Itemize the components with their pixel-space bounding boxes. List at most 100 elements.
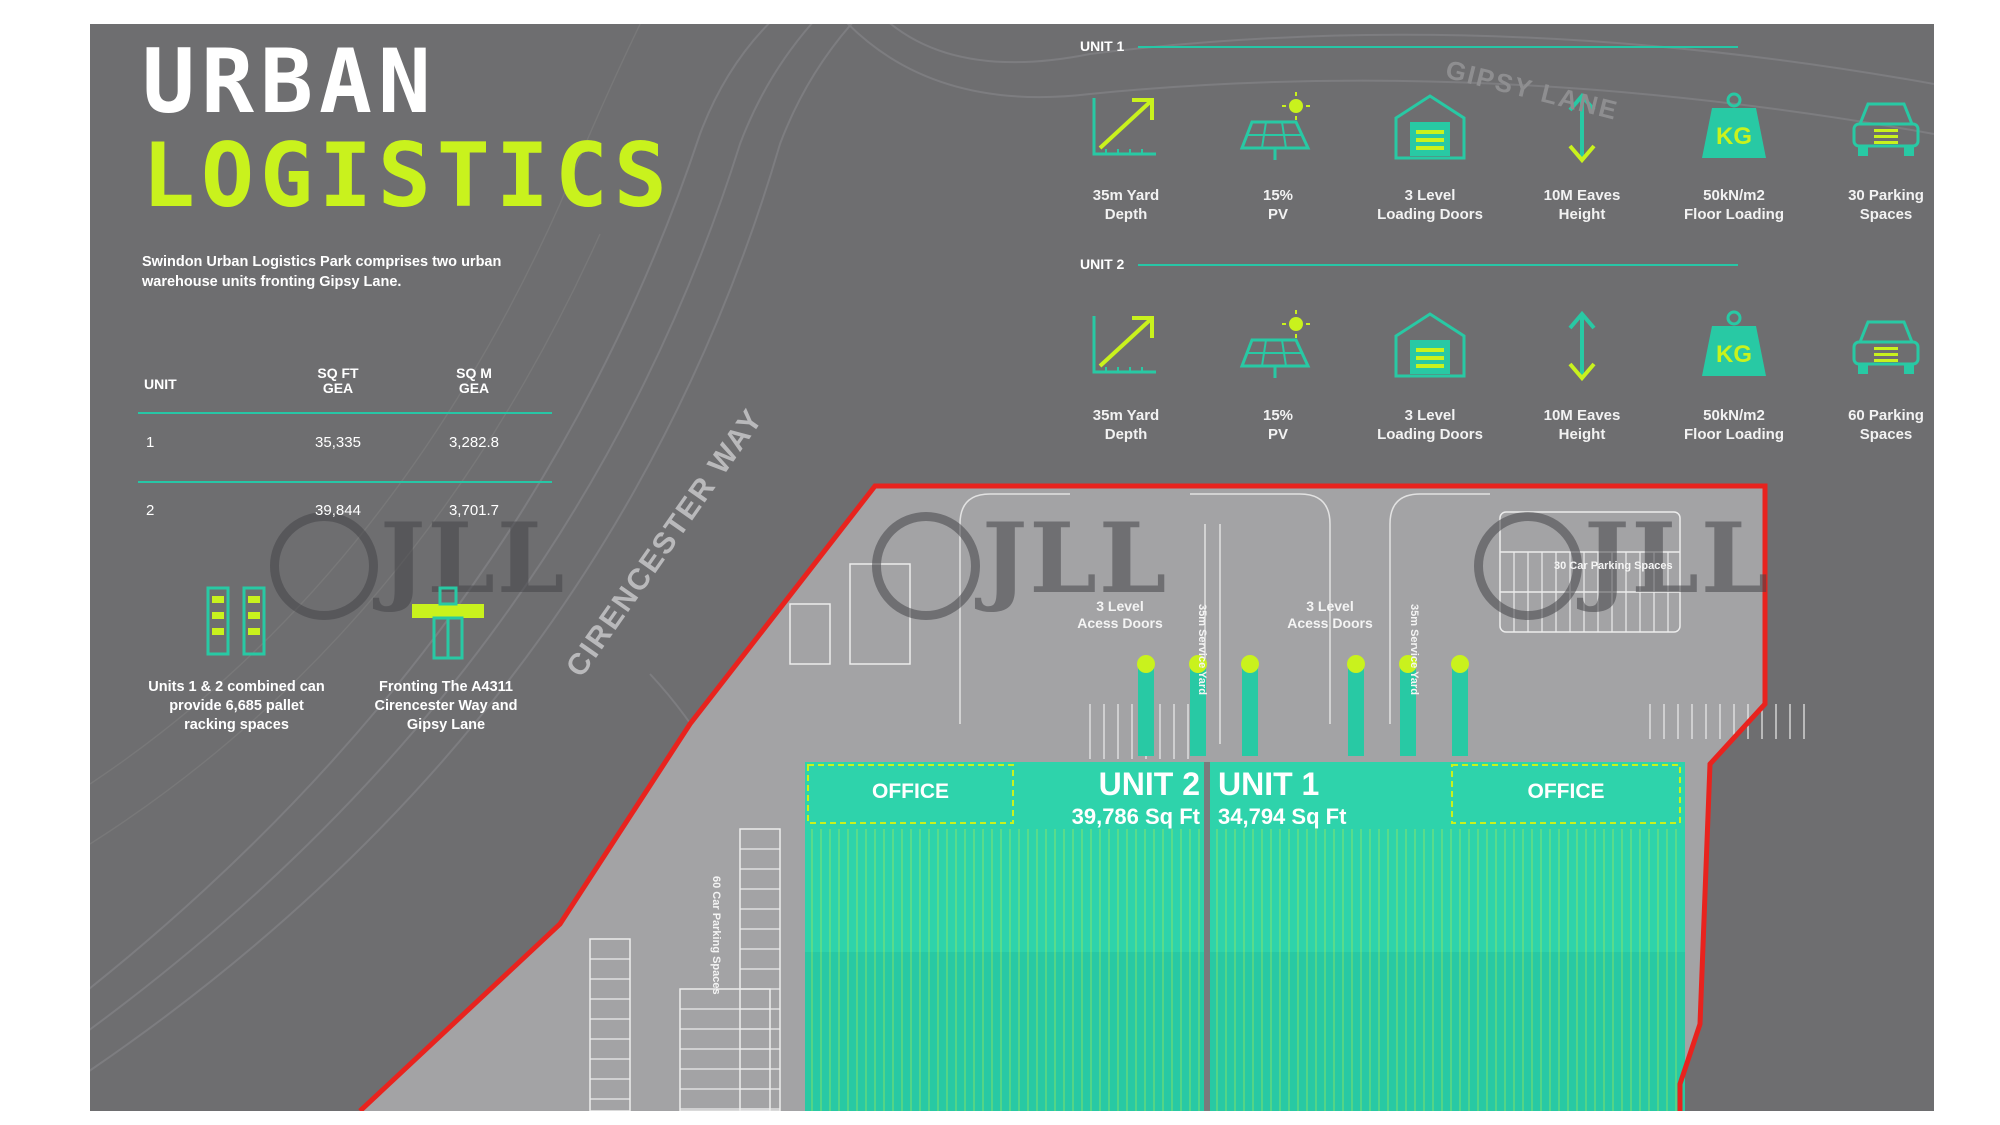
header-sqm: SQ M GEA [456, 365, 492, 396]
yard-depth-icon [1092, 316, 1156, 374]
doors-right-line1: 3 Level [1306, 598, 1354, 614]
spec-label-line2: Spaces [1859, 426, 1913, 443]
doors-left-line1: 3 Level [1096, 598, 1144, 614]
unit1-area: 34,794 Sq Ft [1218, 804, 1347, 829]
parking-30-label: 30 Car Parking Spaces [1554, 560, 1673, 572]
solar-pv-icon [1239, 92, 1311, 160]
row2-unit: 2 [146, 502, 155, 519]
office-right-label: OFFICE [1527, 780, 1605, 803]
marketing-board: JLL JLL JLL URBAN LOGISTICS Swindon Urba… [90, 24, 1934, 1111]
floor-loading-icon: KG [1702, 310, 1766, 376]
row1-sqm: 3,282.8 [448, 434, 500, 451]
service-yard-right-label: 35m Service Yard [1408, 604, 1420, 695]
loading-door-icon [1394, 94, 1466, 160]
title-urban: URBAN [142, 30, 437, 133]
spec-label-line2: Depth [1104, 206, 1148, 223]
loading-door-bay [1242, 664, 1258, 756]
loading-door-marker [1189, 655, 1207, 673]
row1-unit: 1 [146, 434, 155, 451]
doors-left-label: 3 Level Acess Doors [1040, 598, 1200, 632]
unit1-name: UNIT 1 [1218, 766, 1320, 802]
loading-door-marker [1451, 655, 1469, 673]
yard-depth-icon [1092, 98, 1156, 156]
spec-label-line2: Spaces [1859, 206, 1913, 223]
kg-glyph: KG [1716, 123, 1752, 150]
racking-icon [206, 586, 266, 656]
spec-label-line1: 10M Eaves [1543, 407, 1621, 424]
floor-loading-icon: KG [1702, 92, 1766, 158]
solar-pv-icon [1239, 310, 1311, 378]
kg-glyph: KG [1716, 341, 1752, 368]
unit2-heading: UNIT 2 [1080, 256, 1125, 272]
loading-door-bay [1400, 664, 1416, 756]
spec-label-line2: PV [1267, 206, 1288, 223]
row2-sqft: 39,844 [315, 502, 361, 519]
spec-label: 15% PV [1203, 406, 1353, 444]
watermark: JLL [1584, 502, 1771, 615]
loading-door-marker [1399, 655, 1417, 673]
spec-label-line2: Depth [1104, 426, 1148, 443]
site-plan-graphic [90, 24, 1934, 1111]
doors-right-line2: Acess Doors [1287, 615, 1373, 631]
spec-label-line2: Height [1558, 426, 1606, 443]
spec-label-line1: 15% [1262, 407, 1294, 424]
spec-label-line1: 30 Parking [1848, 187, 1924, 204]
road-junction-icon [412, 586, 484, 660]
loading-door-bay [1452, 664, 1468, 756]
spec-label-line2: Height [1558, 206, 1606, 223]
doors-left-line2: Acess Doors [1077, 615, 1163, 631]
spec-label-line1: 60 Parking [1848, 407, 1924, 424]
loading-door-marker [1241, 655, 1259, 673]
unit2-rule [1138, 264, 1738, 266]
watermark: JLL [380, 502, 567, 615]
spec-label-line1: 15% [1262, 187, 1294, 204]
parking-60-label: 60 Car Parking Spaces [710, 876, 722, 995]
spec-label-line2: Loading Doors [1377, 426, 1483, 443]
service-yard-left-label: 35m Service Yard [1196, 604, 1208, 695]
eaves-height-icon [1568, 92, 1596, 164]
header-unit: UNIT [144, 376, 177, 392]
loading-door-bay [1138, 664, 1154, 756]
unit2-area: 39,786 Sq Ft [1071, 804, 1200, 829]
spec-label-line1: 3 Level [1404, 407, 1456, 424]
spec-label-line1: 50kN/m2 [1703, 187, 1765, 204]
watermark: JLL [982, 502, 1169, 615]
watermark-logo-icon [1474, 512, 1582, 620]
loading-door-marker [1347, 655, 1365, 673]
spec-label-line2: Floor Loading [1684, 206, 1784, 223]
doors-right-label: 3 Level Acess Doors [1250, 598, 1410, 632]
row1-sqft: 35,335 [315, 434, 361, 451]
spec-label-line1: 10M Eaves [1543, 187, 1621, 204]
unit2-name: UNIT 2 [1098, 766, 1200, 802]
spec-label-line1: 3 Level [1404, 187, 1456, 204]
loading-door-bay [1190, 664, 1206, 756]
spec-label-line1: 50kN/m2 [1703, 407, 1765, 424]
watermark-logo-icon [270, 512, 378, 620]
spec-label-line2: PV [1267, 426, 1288, 443]
intro-text: Swindon Urban Logistics Park comprises t… [142, 254, 502, 290]
unit1-rule [1138, 46, 1738, 48]
watermark-logo-icon [872, 512, 980, 620]
loading-door-marker [1137, 655, 1155, 673]
spec-label-line1: 35m Yard [1092, 187, 1160, 204]
loading-door-bay [1348, 664, 1364, 756]
car-parking-icon [1852, 320, 1920, 374]
loading-door-icon [1394, 312, 1466, 378]
spec-label-line2: Floor Loading [1684, 426, 1784, 443]
car-parking-icon [1852, 102, 1920, 156]
office-left-label: OFFICE [872, 780, 949, 803]
unit1-heading: UNIT 1 [1080, 38, 1125, 54]
title-logistics: LOGISTICS [142, 124, 673, 227]
feature-road-text: Fronting The A4311 Cirencester Way and G… [374, 679, 518, 733]
eaves-height-icon [1568, 310, 1596, 382]
spec-label-line2: Loading Doors [1377, 206, 1483, 223]
